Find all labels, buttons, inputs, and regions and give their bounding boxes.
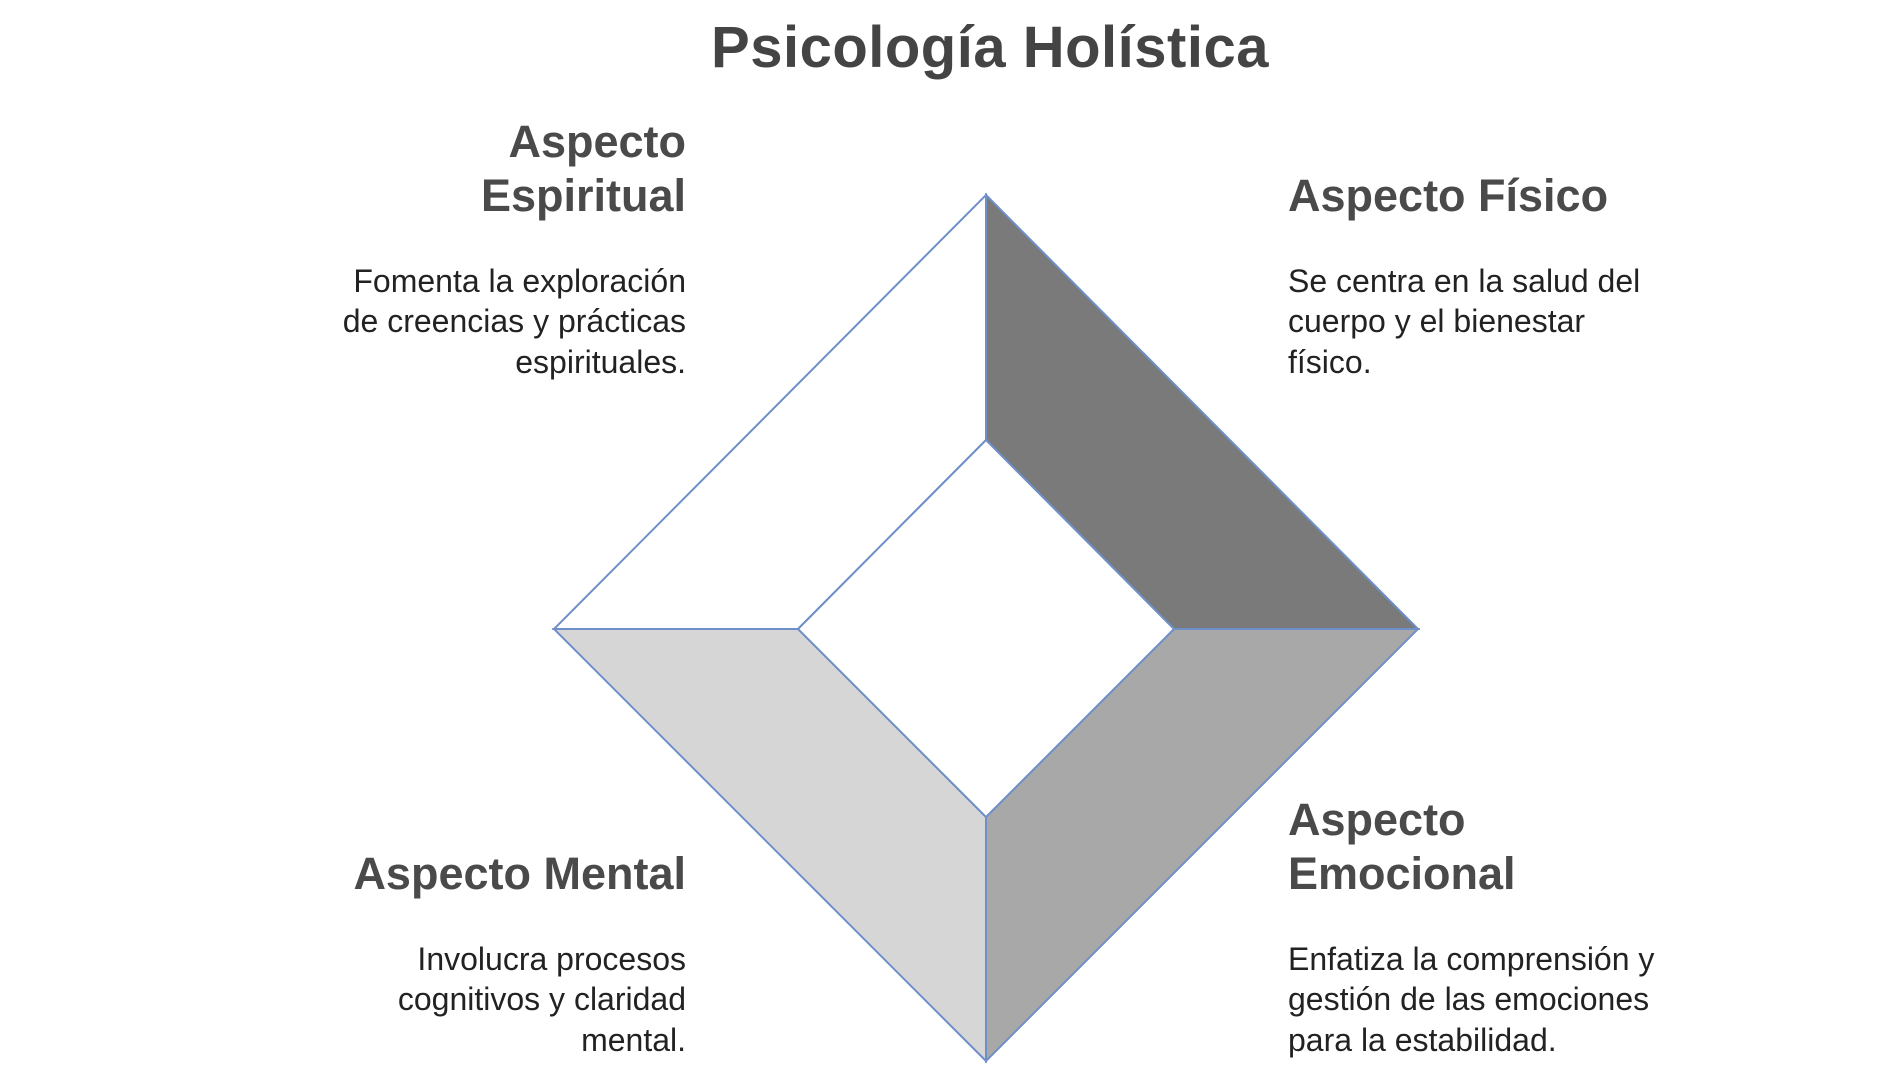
center-diamond <box>796 438 1176 819</box>
aspect-mental-description: Involucra procesos cognitivos y claridad… <box>266 939 686 1060</box>
description-line: cuerpo y el bienestar <box>1288 303 1586 340</box>
description-line: gestión de las emociones <box>1288 981 1650 1018</box>
aspect-spiritual-description: Fomenta la exploración de creencias y pr… <box>266 261 686 382</box>
description-line: de creencias y prácticas <box>342 303 686 340</box>
description-line: mental. <box>581 1021 686 1058</box>
aspect-mental-block: Aspecto Mental Involucra procesos cognit… <box>266 847 686 1060</box>
description-line: cognitivos y claridad <box>397 981 686 1018</box>
aspect-emotional-heading: Aspecto Emocional <box>1288 793 1728 901</box>
description-line: Se centra en la salud del <box>1288 263 1641 299</box>
aspect-emotional-description: Enfatiza la comprensión y gestión de las… <box>1288 939 1728 1060</box>
description-line: Involucra procesos <box>417 941 686 977</box>
description-line: Fomenta la exploración <box>353 263 686 299</box>
aspect-spiritual-block: Aspecto Espiritual Fomenta la exploració… <box>266 115 686 382</box>
description-line: Enfatiza la comprensión y <box>1288 941 1655 977</box>
description-line: espirituales. <box>515 343 686 380</box>
aspect-physical-block: Aspecto Físico Se centra en la salud del… <box>1288 169 1708 382</box>
aspect-physical-heading: Aspecto Físico <box>1288 170 1609 221</box>
aspect-emotional-block: Aspecto Emocional Enfatiza la comprensió… <box>1288 793 1728 1060</box>
heading-line: Emocional <box>1288 848 1516 899</box>
aspect-physical-description: Se centra en la salud del cuerpo y el bi… <box>1288 261 1708 382</box>
heading-line: Aspecto <box>1288 794 1466 845</box>
aspect-mental-heading: Aspecto Mental <box>353 848 686 899</box>
heading-line: Aspecto <box>508 116 686 167</box>
heading-line: Espiritual <box>480 170 686 221</box>
description-line: para la estabilidad. <box>1288 1021 1557 1058</box>
aspect-spiritual-heading: Aspecto Espiritual <box>266 115 686 223</box>
page-title: Psicología Holística <box>711 15 1269 80</box>
description-line: físico. <box>1288 343 1372 380</box>
